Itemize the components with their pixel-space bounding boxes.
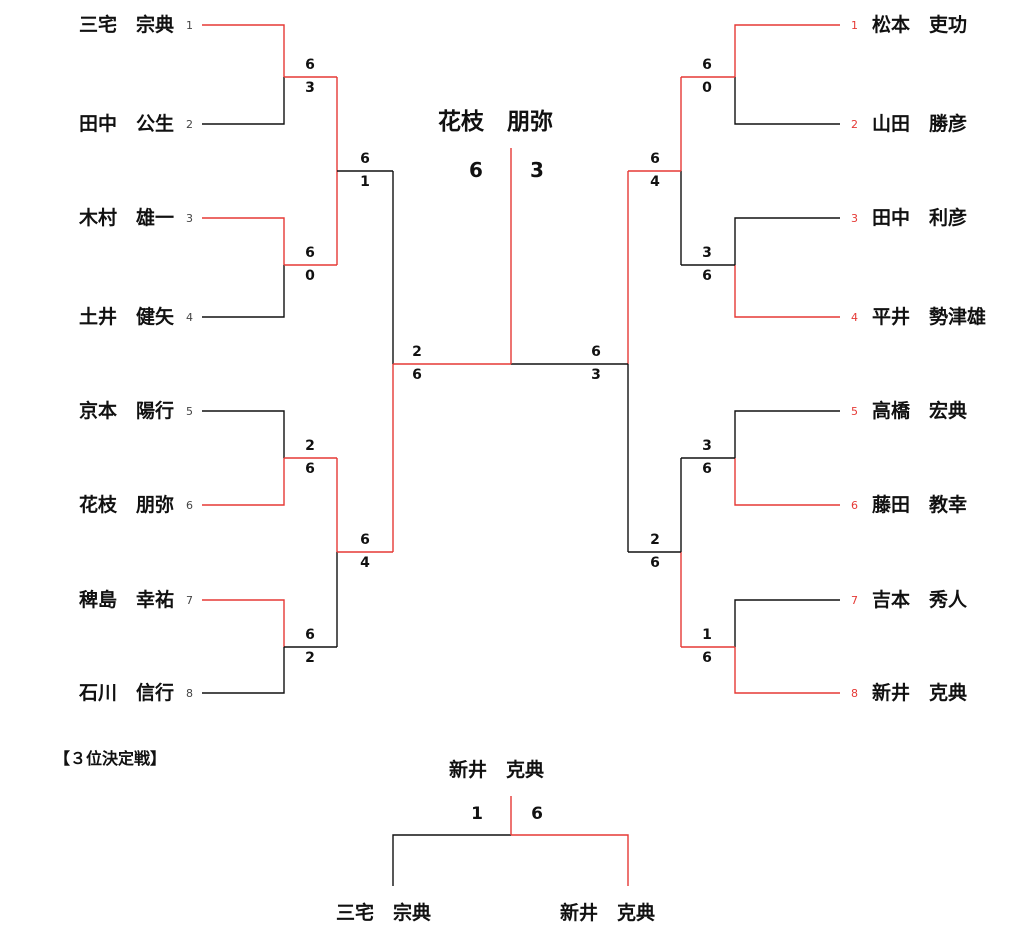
right-seed-8: 8 — [851, 687, 858, 700]
third-player-left: 三宅 宗典 — [336, 902, 432, 924]
score-r1-top: 6 — [702, 57, 712, 73]
line-l1-top — [202, 24, 285, 77]
line-r1-bot — [734, 77, 840, 125]
score-l4-bot: 2 — [305, 650, 315, 666]
left-seed-2: 2 — [186, 118, 193, 131]
line-r3-top — [734, 410, 840, 458]
score-l2-bot: 0 — [305, 268, 315, 284]
left-seed-5: 5 — [186, 405, 193, 418]
right-seed-4: 4 — [851, 311, 858, 324]
third-score-left: 1 — [471, 804, 483, 824]
score-l5-top: 6 — [360, 151, 370, 167]
right-seed-1: 1 — [851, 19, 858, 32]
right-player-4: 平井 勢津雄 — [872, 306, 987, 328]
score-r6-bot: 6 — [650, 555, 660, 571]
score-r3-bot: 6 — [702, 461, 712, 477]
score-r2-top: 3 — [702, 245, 712, 261]
line-r4-bot — [734, 647, 840, 694]
right-seed-3: 3 — [851, 212, 858, 225]
line-l2-top — [202, 217, 285, 265]
right-seed-7: 7 — [851, 594, 858, 607]
line-l3-top — [202, 410, 285, 458]
score-l7-bot: 6 — [412, 367, 422, 383]
right-player-2: 山田 勝彦 — [872, 113, 968, 135]
line-l1-bot — [202, 77, 285, 125]
line-r2-bot — [734, 265, 840, 318]
score-l3-bot: 6 — [305, 461, 315, 477]
line-l3-bot — [202, 458, 285, 506]
right-player-3: 田中 利彦 — [872, 207, 968, 229]
score-l4-top: 6 — [305, 627, 315, 643]
score-l7-top: 2 — [412, 344, 422, 360]
left-player-1: 三宅 宗典 — [78, 14, 174, 36]
score-l5-bot: 1 — [360, 174, 370, 190]
left-seed-6: 6 — [186, 499, 193, 512]
right-player-1: 松本 吏功 — [872, 14, 968, 36]
third-place-title: 【３位決定戦】 — [54, 749, 167, 768]
final-score-left: 6 — [469, 158, 483, 182]
left-seed-3: 3 — [186, 212, 193, 225]
left-player-6: 花枝 朋弥 — [78, 494, 174, 516]
third-place-winner: 新井 克典 — [449, 759, 545, 781]
line-r4-top — [734, 599, 840, 647]
score-r4-top: 1 — [702, 627, 712, 643]
left-player-3: 木村 雄一 — [78, 207, 174, 229]
line-3rd-left — [392, 834, 511, 886]
left-player-7: 稗島 幸祐 — [78, 589, 174, 611]
right-seed-2: 2 — [851, 118, 858, 131]
score-r3-top: 3 — [702, 438, 712, 454]
score-r1-bot: 0 — [702, 80, 712, 96]
score-r7-bot: 3 — [591, 367, 601, 383]
right-player-5: 高橋 宏典 — [872, 400, 968, 422]
score-l3-top: 2 — [305, 438, 315, 454]
right-seed-6: 6 — [851, 499, 858, 512]
left-seed-8: 8 — [186, 687, 193, 700]
left-seed-4: 4 — [186, 311, 193, 324]
line-r3-bot — [734, 458, 840, 506]
third-player-right: 新井 克典 — [560, 902, 656, 924]
left-seed-1: 1 — [186, 19, 193, 32]
line-l2-bot — [202, 265, 285, 318]
score-l2-top: 6 — [305, 245, 315, 261]
third-score-right: 6 — [531, 804, 543, 824]
line-r2-top — [734, 217, 840, 265]
line-3rd-right — [511, 834, 629, 886]
line-l4-top — [202, 599, 285, 647]
line-r1-top — [734, 24, 840, 77]
champion-name: 花枝 朋弥 — [438, 109, 553, 135]
left-seed-7: 7 — [186, 594, 193, 607]
score-l1-top: 6 — [305, 57, 315, 73]
final-score-right: 3 — [530, 158, 544, 182]
line-l4-bot — [202, 647, 285, 694]
right-player-8: 新井 克典 — [872, 682, 968, 704]
left-player-4: 土井 健矢 — [78, 306, 174, 328]
left-player-8: 石川 信行 — [78, 682, 174, 704]
score-l1-bot: 3 — [305, 80, 315, 96]
score-r4-bot: 6 — [702, 650, 712, 666]
right-player-6: 藤田 教幸 — [872, 494, 968, 516]
right-player-7: 吉本 秀人 — [872, 589, 968, 611]
score-r7-top: 6 — [591, 344, 601, 360]
right-seed-5: 5 — [851, 405, 858, 418]
score-r5-top: 6 — [650, 151, 660, 167]
score-r5-bot: 4 — [650, 174, 660, 190]
score-l6-bot: 4 — [360, 555, 370, 571]
left-player-5: 京本 陽行 — [78, 400, 174, 422]
score-r6-top: 2 — [650, 532, 660, 548]
score-l6-top: 6 — [360, 532, 370, 548]
score-r2-bot: 6 — [702, 268, 712, 284]
left-player-2: 田中 公生 — [78, 113, 174, 135]
